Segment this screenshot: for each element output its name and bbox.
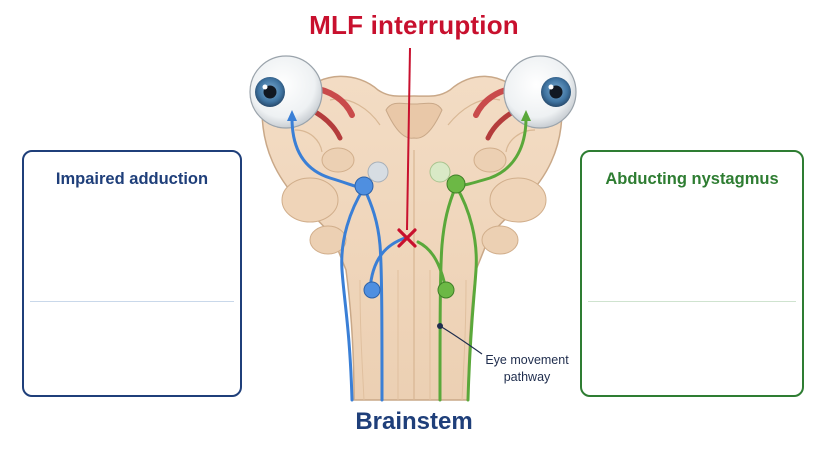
impaired-adduction-panel: Impaired adduction: [22, 150, 242, 397]
abducting-nystagmus-panel: Abducting nystagmus: [580, 150, 804, 397]
panel-title-abducting-nystagmus: Abducting nystagmus: [605, 170, 779, 188]
diagram-title: MLF interruption: [309, 10, 519, 40]
right-eyeball: [473, 55, 577, 141]
pathway-pointer: [437, 323, 483, 355]
lesion-x-icon: [397, 47, 417, 248]
panel-title-impaired-adduction: Impaired adduction: [55, 170, 209, 188]
brainstem-label: Brainstem: [355, 408, 473, 435]
panel-divider: [30, 301, 234, 302]
eye-movement-pathway-label: Eye movement pathway: [485, 353, 569, 384]
brainstem-body: [261, 75, 563, 401]
panel-divider: [588, 301, 796, 302]
left-eyeball: [249, 55, 355, 141]
